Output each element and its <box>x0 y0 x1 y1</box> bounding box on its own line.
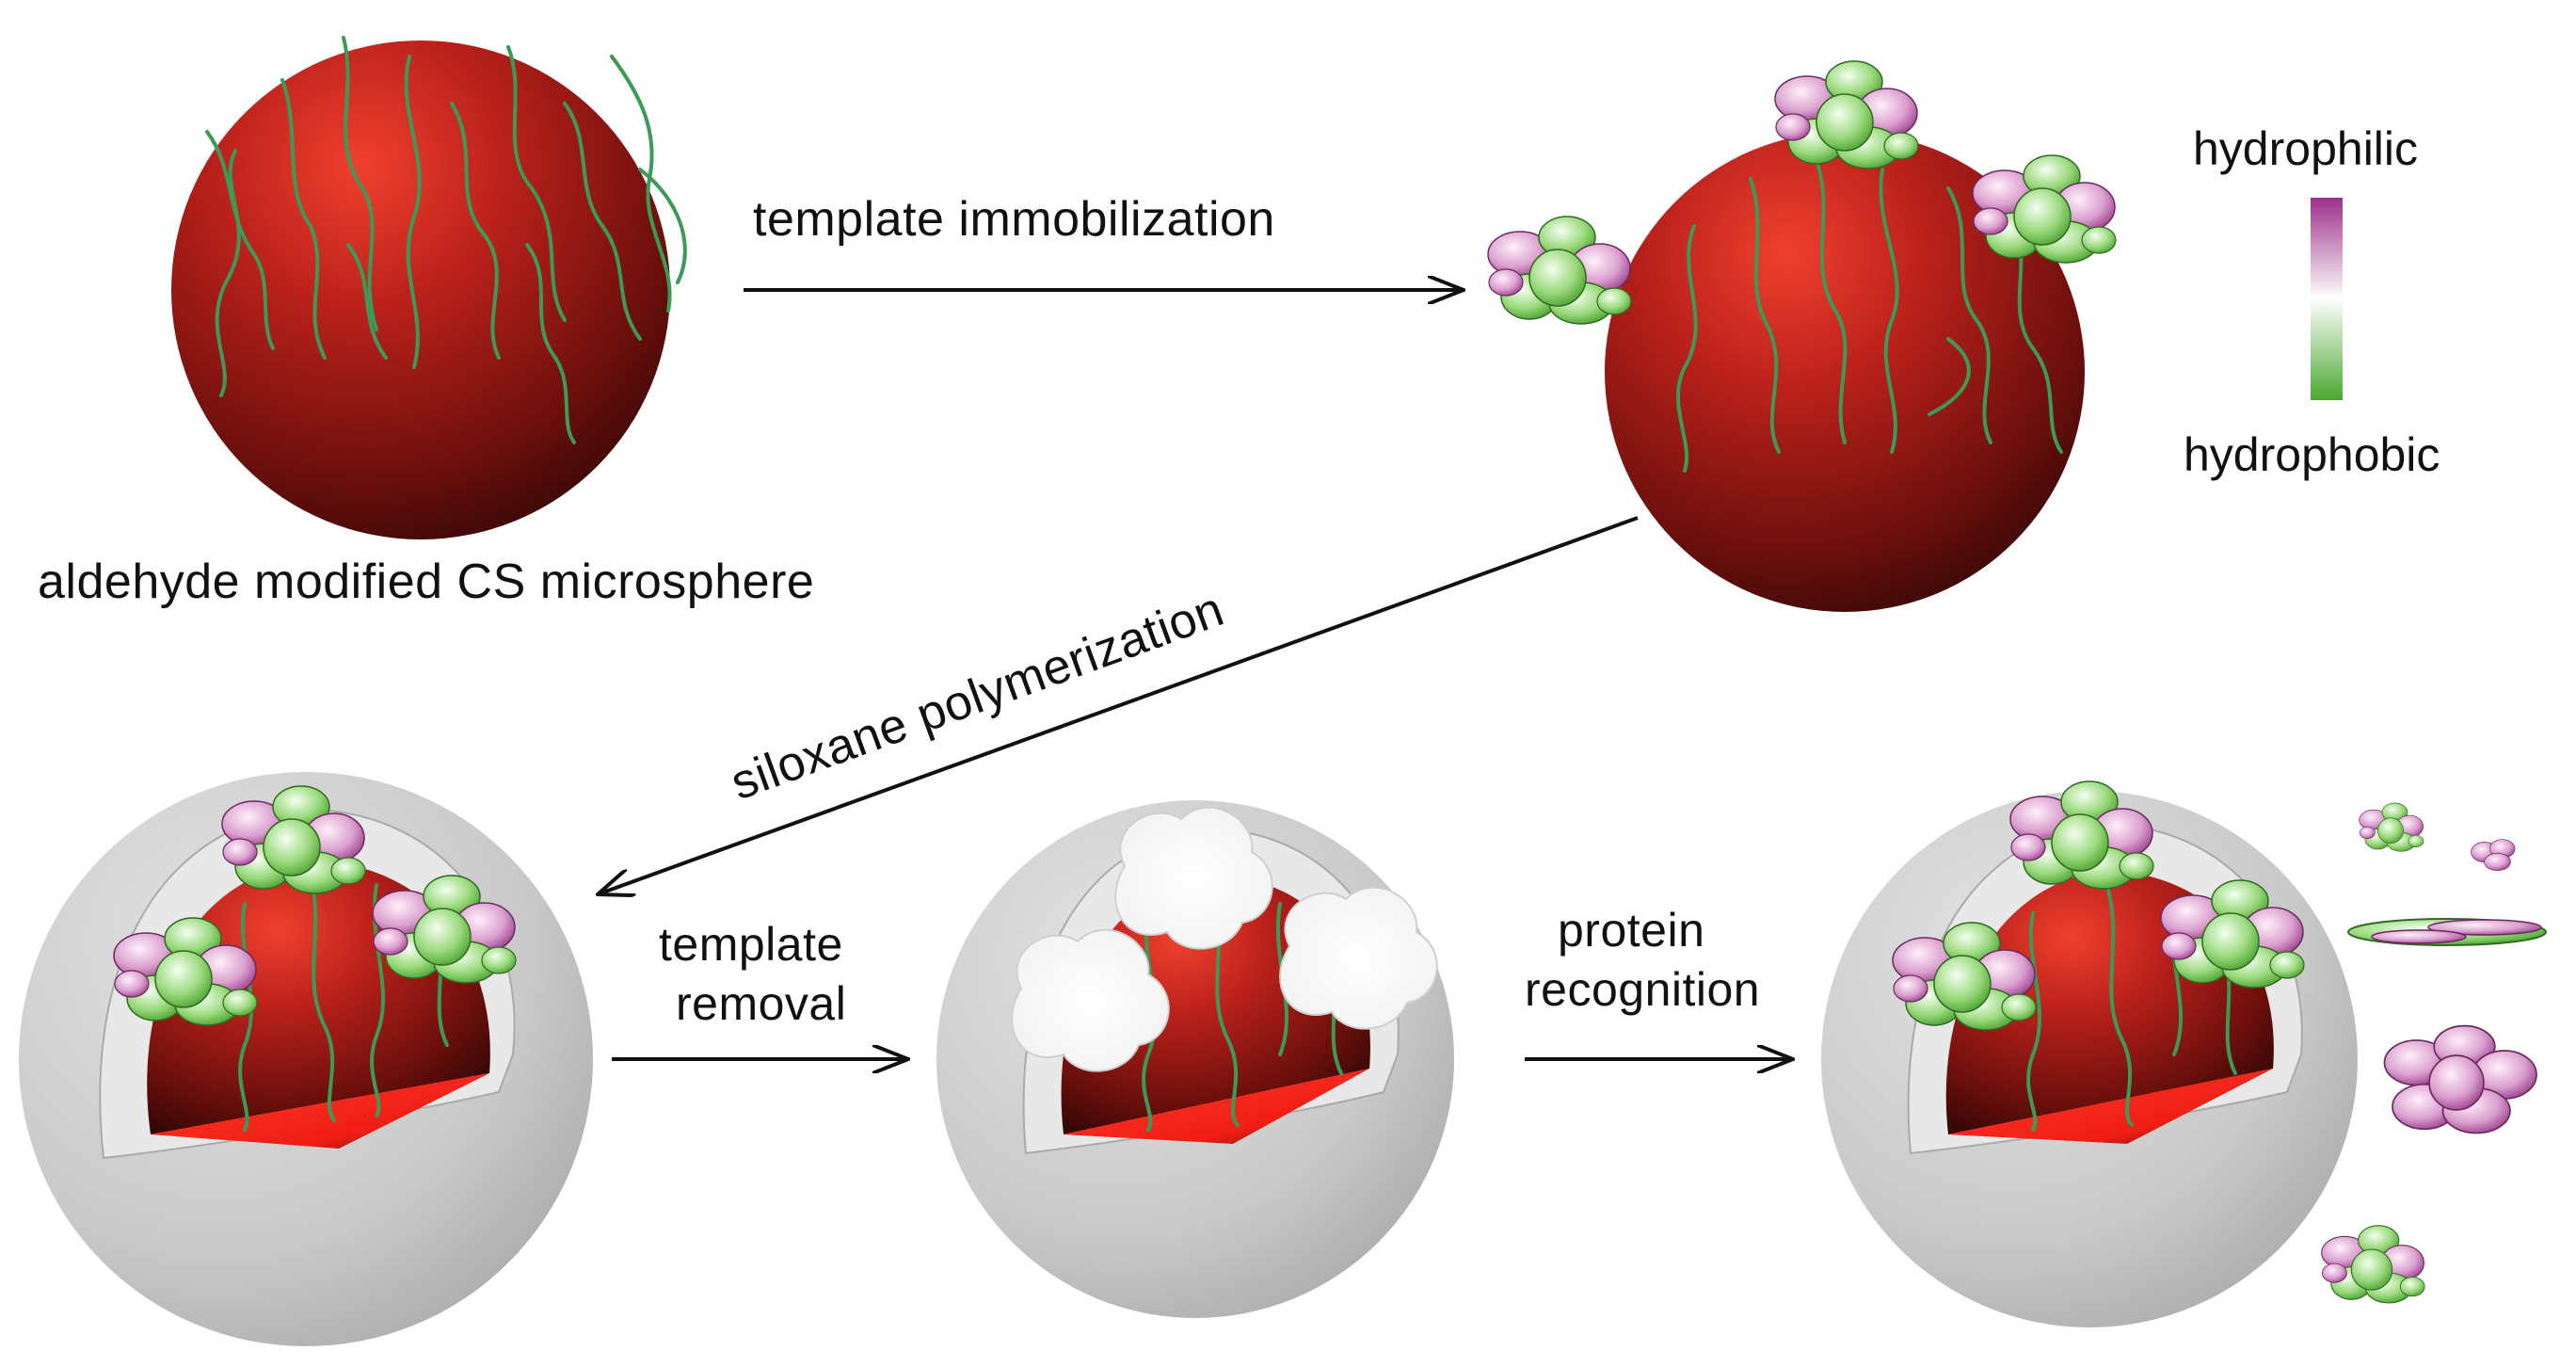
particle-plain <box>171 36 687 539</box>
free-protein-small-pink <box>2471 839 2516 871</box>
particle-template-removed <box>936 800 1454 1318</box>
particle-imprinted <box>19 772 593 1346</box>
label-step2: siloxane polymerization <box>724 582 1231 811</box>
legend-label-hydrophobic: hydrophobic <box>2184 428 2440 481</box>
aldehyde-chains <box>1675 158 2063 473</box>
label-step4-line1: protein <box>1558 904 1704 957</box>
hydrophilicity-legend: hydrophilic hydrophobic <box>2184 122 2440 481</box>
legend-label-hydrophilic: hydrophilic <box>2193 122 2418 175</box>
label-step3-line2: removal <box>676 977 846 1030</box>
label-start-particle: aldehyde modified CS microsphere <box>38 555 814 609</box>
label-step1: template immobilization <box>753 192 1275 247</box>
label-step3-line1: template <box>659 918 843 971</box>
free-proteins <box>2321 802 2547 1304</box>
arrow-step2 <box>598 516 1639 894</box>
label-step4-line2: recognition <box>1525 963 1760 1016</box>
free-protein-small-green <box>2359 802 2424 852</box>
legend-gradient-bar <box>2311 198 2343 400</box>
aldehyde-chains <box>205 36 687 444</box>
particle-recognition <box>1821 780 2358 1327</box>
particle-with-template <box>1487 60 2117 612</box>
free-protein-flat <box>2347 918 2547 946</box>
free-protein-large-pink <box>2383 1024 2537 1134</box>
free-protein-template <box>2321 1225 2425 1304</box>
